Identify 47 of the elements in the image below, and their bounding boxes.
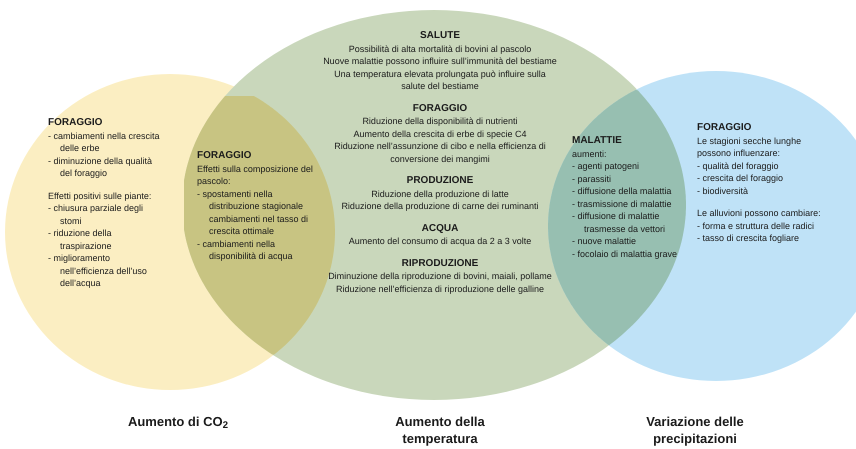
text: Effetti positivi sulle piante:	[48, 190, 152, 202]
text: Aumento della crescita di erbe di specie C4	[352, 128, 528, 140]
list-item: - crescita del foraggio	[697, 172, 784, 184]
list-item: - diffusione di malattie trasmesse da vettori	[572, 210, 666, 235]
text: Le stagioni secche lunghe possono influenzare:	[697, 134, 802, 160]
text: Le alluvioni possono cambiare:	[697, 207, 822, 220]
text: Una temperatura elevata prolungata può influire sulla salute del bestiame	[333, 68, 547, 92]
text: aumenti:	[572, 148, 608, 160]
text: Aumento del consumo di acqua da 2 a 3 volte	[348, 235, 532, 248]
list-item: - biodiversità	[697, 184, 750, 197]
text: Riduzione della produzione di latte	[370, 188, 510, 200]
text: Diminuzione della riproduzione di bovini, maiali, pollame	[327, 270, 553, 282]
section-heading: PRODUZIONE	[406, 175, 474, 188]
section-heading: FORAGGIO	[697, 122, 752, 134]
list-item: - cambiamenti nella crescita delle erbe	[48, 130, 160, 154]
section-heading: RIPRODUZIONE	[400, 258, 480, 270]
list-item: - tasso di crescita fogliare	[697, 232, 800, 244]
text: Possibilità di alta mortalità di bovini al pascolo	[348, 42, 532, 55]
list-item: - chiusura parziale degli stomi	[48, 202, 144, 227]
list-item: - agenti patogeni	[572, 160, 640, 172]
section-heading: ACQUA	[420, 222, 460, 235]
list-item: - parassiti	[572, 172, 612, 185]
circle-caption: Variazione delle precipitazioni	[645, 413, 745, 447]
list-item: - diminuzione della qualità del foraggio	[48, 154, 154, 180]
list-item: - forma e struttura delle radici	[697, 220, 816, 232]
list-item: - diffusione della malattia	[572, 185, 672, 198]
circle-caption: Aumento di CO$_{2}$	[126, 413, 230, 430]
list-item: - qualità del foraggio	[697, 160, 780, 172]
list-item: - cambiamenti nella disponibilità di acqua	[197, 238, 294, 262]
text: Riduzione nell’assunzione di cibo e nella efficienza di conversione dei mangimi	[333, 140, 547, 165]
section-heading: FORAGGIO	[412, 102, 468, 115]
text: Riduzione nell’efficienza di riproduzione delle galline	[335, 282, 545, 295]
text: Riduzione della produzione di carne dei ruminanti	[340, 200, 540, 212]
section-heading: MALATTIE	[572, 135, 623, 148]
text: Effetti sulla composizione del pascolo:	[197, 162, 314, 188]
text: Nuove malattie possono influire sull’immunità del bestiame	[322, 55, 558, 68]
section-heading: FORAGGIO	[197, 150, 252, 162]
list-item: - miglioramento nell’efficienza dell’uso dell’acqua	[48, 252, 148, 290]
section-heading: FORAGGIO	[48, 117, 104, 130]
section-heading: SALUTE	[419, 30, 461, 42]
list-item: - trasmissione di malattie	[572, 198, 673, 210]
list-item: - focolaio di malattia grave	[572, 248, 678, 260]
list-item: - nuove malattie	[572, 235, 638, 248]
list-item: - riduzione della traspirazione	[48, 227, 113, 252]
text: Riduzione della disponibilità di nutrienti	[361, 115, 519, 128]
list-item: - spostamenti nella distribuzione stagionale cambiamenti nel tasso di crescita ottimale	[197, 188, 310, 238]
circle-caption: Aumento della temperatura	[394, 413, 486, 447]
